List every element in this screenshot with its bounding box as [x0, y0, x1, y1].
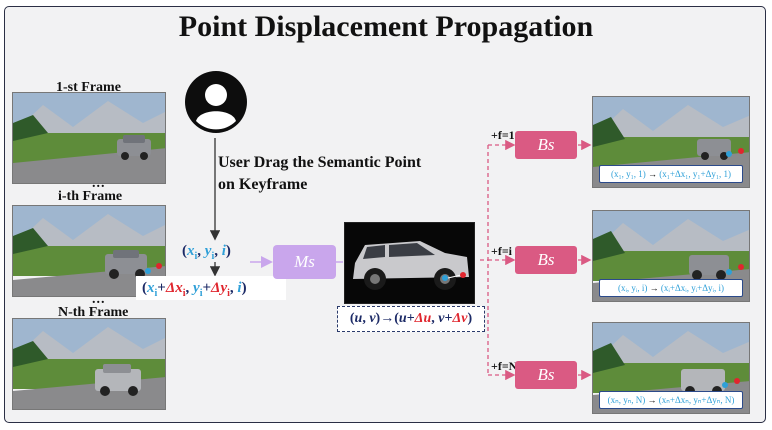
user-instruction-text: User Drag the Semantic Point on Keyframe: [218, 154, 422, 193]
bs-module-1: Bs: [515, 131, 577, 159]
semantic-mapping-module: Ms: [273, 245, 336, 279]
branch-label-1: +f=1: [491, 128, 515, 142]
diagram-title: Point Displacement Propagation: [178, 10, 594, 43]
output-caption-i: (xᵢ, yᵢ, i) → (xᵢ+Δxᵢ, yᵢ+Δyᵢ, i): [599, 279, 743, 297]
first-frame-label: 1-st Frame: [56, 80, 121, 95]
branch-label-i: +f=i: [491, 244, 513, 258]
bs-module-i: Bs: [515, 246, 577, 274]
output-caption-1: (x₁, y₁, 1) → (x₁+Δx₁, y₁+Δy₁, 1): [599, 165, 743, 183]
middle-frame-label: i-th Frame: [58, 189, 123, 204]
semantic-point-image: [344, 222, 475, 304]
output-caption-n: (xₙ, yₙ, N) → (xₙ+Δxₙ, yₙ+Δyₙ, N): [599, 391, 743, 409]
bs-module-n: Bs: [515, 361, 577, 389]
user-avatar-icon: [184, 70, 248, 134]
first-frame-image: [12, 92, 166, 184]
last-frame-image: [12, 318, 166, 410]
point-coords: (xi, yi, i): [182, 243, 231, 262]
output-frame-n-image: (xₙ, yₙ, N) → (xₙ+Δxₙ, yₙ+Δyₙ, N): [592, 322, 750, 414]
middle-frame-image: [12, 205, 166, 297]
branch-label-n: +f=N: [491, 359, 518, 373]
displaced-point-coords: (xi+Δxi, yi+Δyi, i): [136, 276, 286, 300]
output-frame-1-image: (x₁, y₁, 1) → (x₁+Δx₁, y₁+Δy₁, 1): [592, 96, 750, 188]
last-frame-label: N-th Frame: [58, 305, 129, 320]
uv-displacement: (u, v)→(u+Δu, v+Δv): [337, 306, 485, 332]
output-frame-i-image: (xᵢ, yᵢ, i) → (xᵢ+Δxᵢ, yᵢ+Δyᵢ, i): [592, 210, 750, 302]
